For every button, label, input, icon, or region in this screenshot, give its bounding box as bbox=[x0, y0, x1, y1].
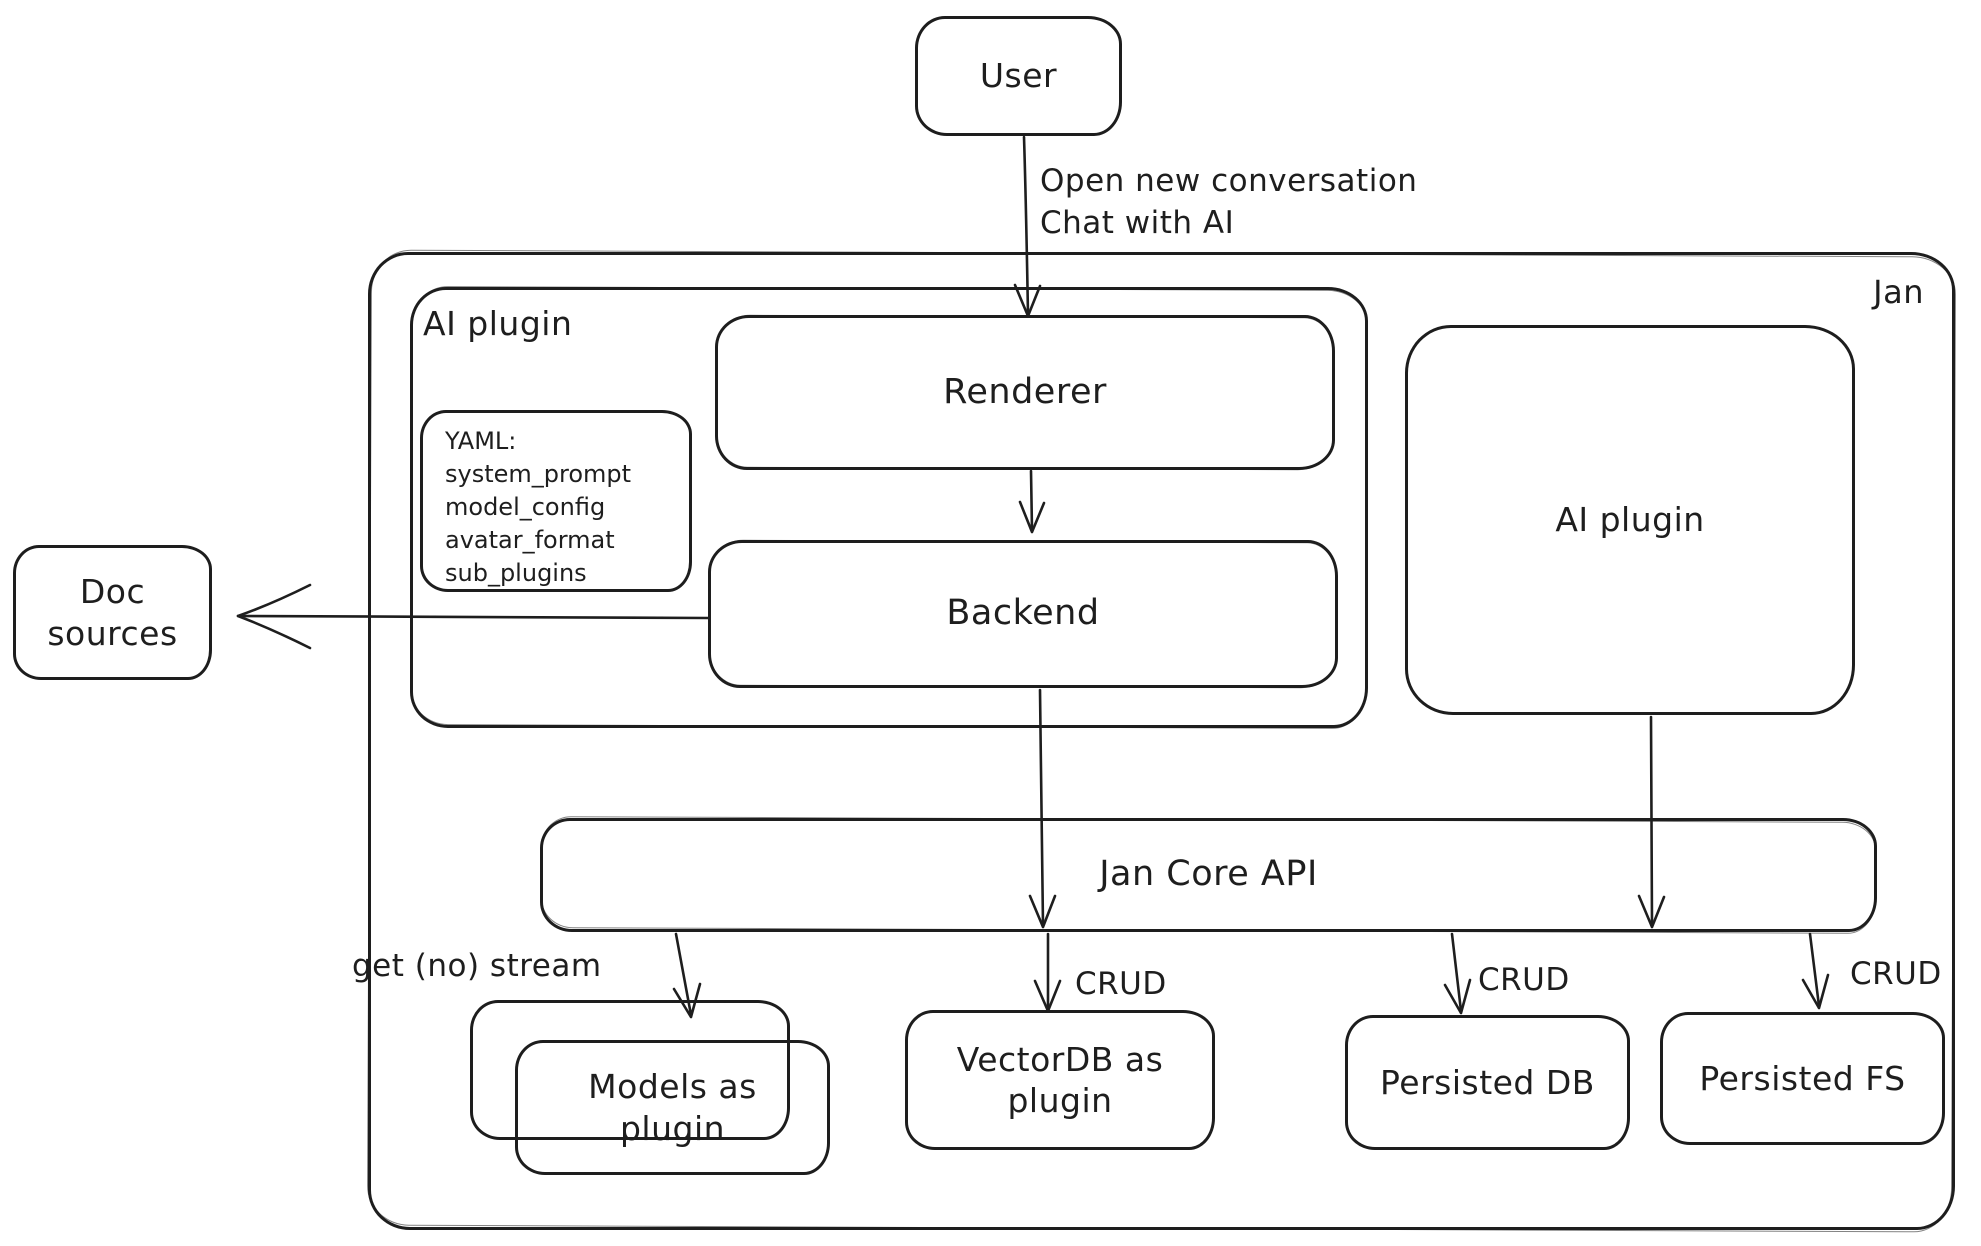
persisted-db-label: Persisted DB bbox=[1380, 1062, 1595, 1102]
yaml-note-line: system_prompt bbox=[445, 460, 632, 488]
persisted-db-node: Persisted DB bbox=[1345, 1015, 1630, 1150]
yaml-note-line: avatar_format bbox=[445, 526, 615, 554]
user-node-label: User bbox=[979, 56, 1058, 96]
renderer-node-label: Renderer bbox=[943, 371, 1107, 412]
yaml-note-line: model_config bbox=[445, 493, 606, 521]
models-as-plugin-label: Models as plugin bbox=[588, 1067, 757, 1148]
yaml-note: YAML: system_prompt model_config avatar_… bbox=[420, 410, 692, 592]
jan-core-api-label: Jan Core API bbox=[1099, 854, 1318, 895]
ai-plugin-container-box: AI plugin bbox=[410, 287, 1368, 728]
persisted-fs-label: Persisted FS bbox=[1699, 1058, 1906, 1098]
vectordb-as-plugin-label: VectorDB as plugin bbox=[956, 1039, 1164, 1120]
ai-plugin-right-label: AI plugin bbox=[1555, 500, 1705, 540]
edge-label-crud-vectordb: CRUD bbox=[1075, 966, 1167, 1002]
edge-label-get-no-stream: get (no) stream bbox=[352, 948, 602, 984]
yaml-note-line: sub_plugins bbox=[445, 559, 587, 587]
edge-label-user-to-renderer: Open new conversation Chat with AI bbox=[1040, 160, 1417, 244]
backend-node: Backend bbox=[708, 540, 1338, 688]
yaml-note-title: YAML: bbox=[445, 427, 517, 455]
jan-container-box: Jan bbox=[368, 252, 1955, 1230]
user-node: User bbox=[915, 16, 1122, 136]
backend-node-label: Backend bbox=[946, 593, 1100, 634]
doc-sources-node: Doc sources bbox=[13, 545, 212, 680]
renderer-node: Renderer bbox=[715, 315, 1335, 470]
models-as-plugin-node: Models as plugin bbox=[515, 1040, 830, 1175]
edge-label-line: Chat with AI bbox=[1040, 205, 1235, 241]
persisted-fs-node: Persisted FS bbox=[1660, 1012, 1945, 1145]
vectordb-as-plugin-node: VectorDB as plugin bbox=[905, 1010, 1215, 1150]
jan-container-label: Jan bbox=[1873, 273, 1924, 311]
jan-core-api-node: Jan Core API bbox=[540, 818, 1877, 932]
doc-sources-label: Doc sources bbox=[47, 572, 178, 653]
edge-label-line: Open new conversation bbox=[1040, 163, 1418, 199]
ai-plugin-container-label: AI plugin bbox=[423, 304, 573, 343]
edge-label-crud-persisted-db: CRUD bbox=[1478, 962, 1570, 998]
ai-plugin-right-node: AI plugin bbox=[1405, 325, 1855, 715]
edge-label-crud-persisted-fs: CRUD bbox=[1850, 956, 1942, 992]
